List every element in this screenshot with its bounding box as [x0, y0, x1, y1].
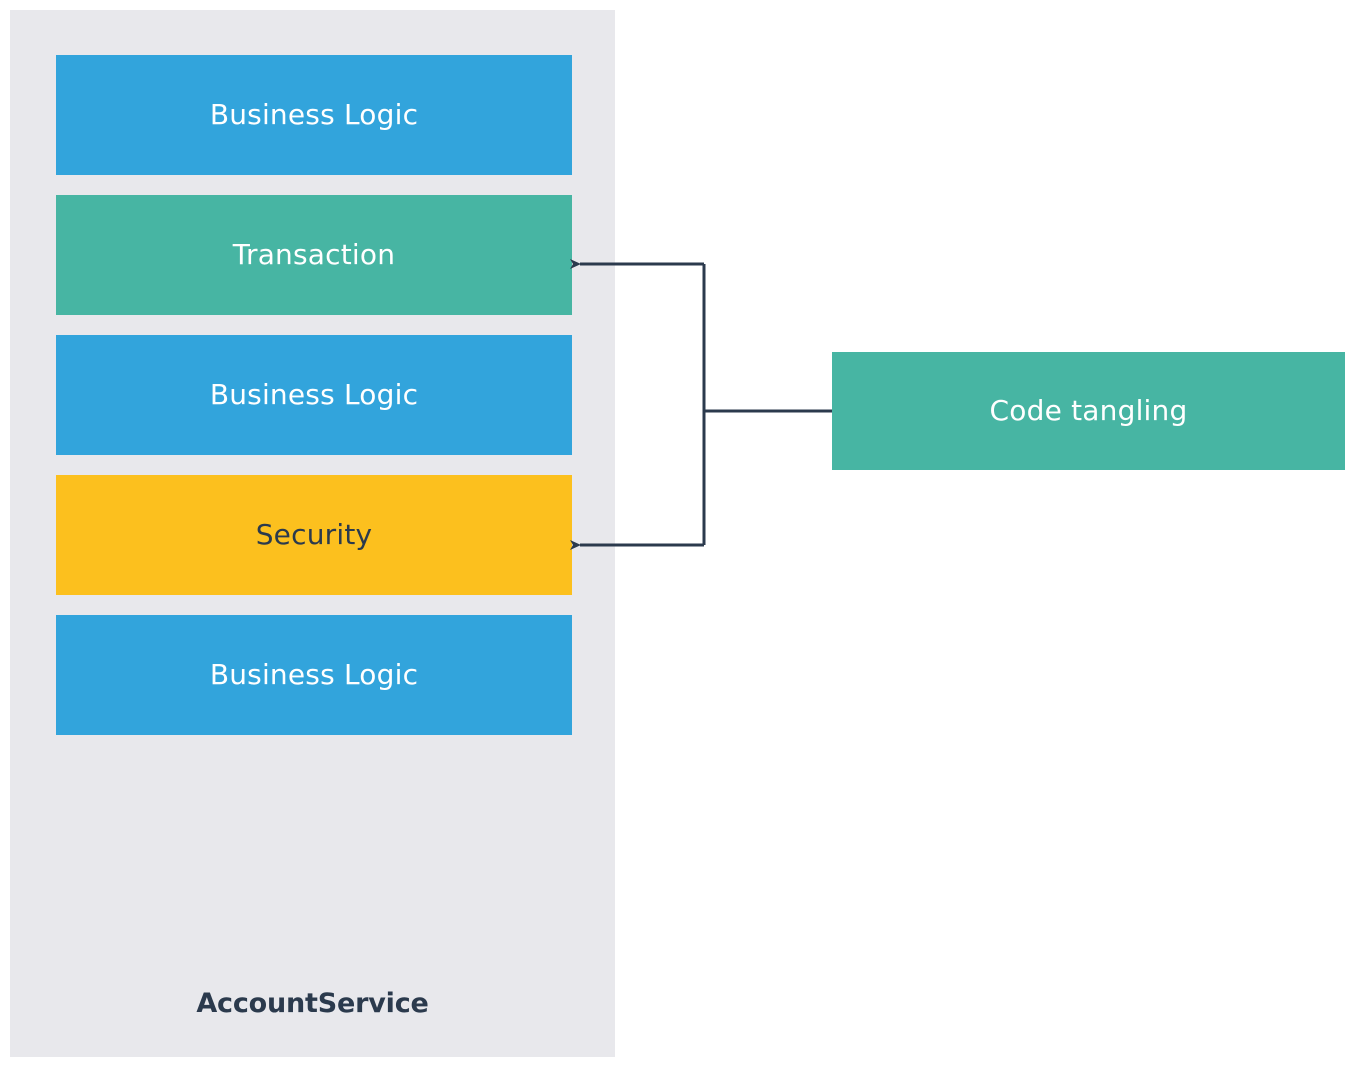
layer-label: Business Logic	[209, 98, 419, 131]
code-tangling-label: Code tangling	[989, 394, 1188, 427]
code-tangling-box[interactable]: Code tangling	[832, 352, 1345, 470]
layer-business-logic-1[interactable]: Business Logic	[56, 55, 572, 175]
layer-business-logic-3[interactable]: Business Logic	[56, 615, 572, 735]
layer-label: Security	[255, 518, 373, 551]
layer-label: Transaction	[232, 238, 396, 271]
account-service-container: Business Logic Transaction Business Logi…	[10, 10, 615, 1057]
layer-security[interactable]: Security	[56, 475, 572, 595]
layer-transaction[interactable]: Transaction	[56, 195, 572, 315]
layer-label: Business Logic	[209, 378, 419, 411]
account-service-title: AccountService	[196, 988, 429, 1019]
layer-business-logic-2[interactable]: Business Logic	[56, 335, 572, 455]
layer-label: Business Logic	[209, 658, 419, 691]
